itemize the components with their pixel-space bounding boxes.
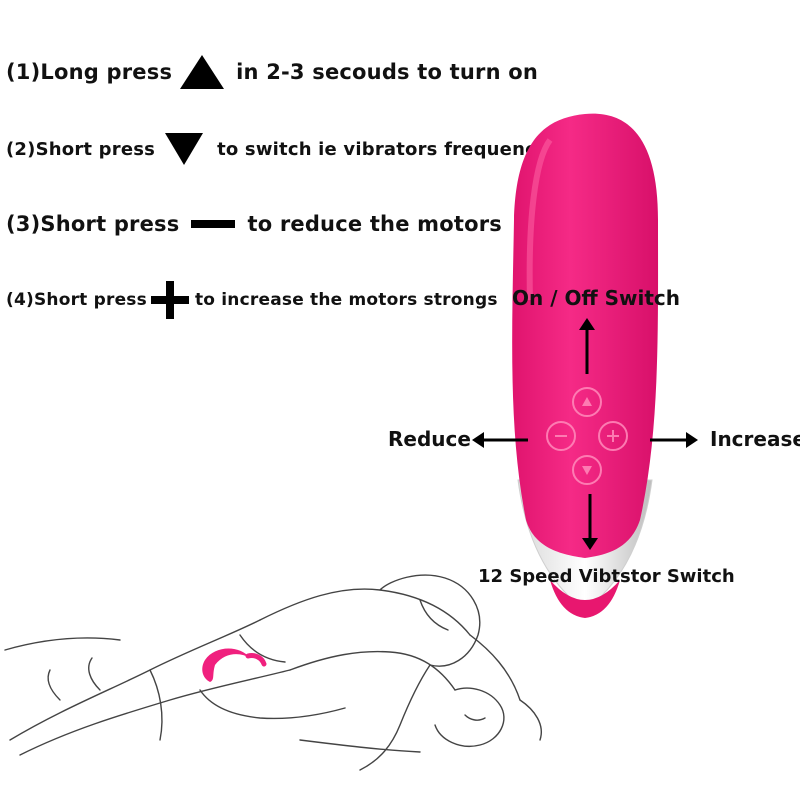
instruction-text: in 2-3 secouds to turn on [236,60,539,84]
instruction-label: (4)Short press [6,290,147,310]
arrow-up-icon [579,318,595,374]
device-tip [550,580,620,618]
instruction-label: (1)Long press [6,60,173,84]
couple-line-illustration [4,574,542,771]
instruction-text: to reduce the motors [247,212,502,236]
plus-button [598,421,628,451]
on-off-label: On / Off Switch [512,286,681,310]
instruction-text: to switch ie vibrators frequency [217,138,548,160]
increase-label: Increase [710,427,800,451]
instruction-4: (4)Short press to increase the motors st… [6,281,498,319]
pink-device-small [202,648,250,682]
arrow-down-icon [582,494,598,550]
instruction-1: (1)Long press in 2-3 secouds to turn on [6,55,538,89]
reduce-label: Reduce [388,427,471,451]
speed-switch-label: 12 Speed Vibtstor Switch [478,566,735,587]
instruction-2: (2)Short press to switch ie vibrators fr… [6,133,548,165]
down-button [572,455,602,485]
control-buttons [546,387,628,485]
triangle-down-icon [165,133,204,165]
device-illustration [512,113,659,618]
arrow-right-icon [650,432,698,448]
instruction-text: to increase the motors strongs [194,290,498,310]
instruction-label: (3)Short press [6,212,180,236]
instruction-label: (2)Short press [6,138,156,160]
minus-icon [191,220,236,228]
triangle-up-icon [180,55,225,89]
plus-icon [150,281,189,319]
up-button [572,387,602,417]
instruction-3: (3)Short press to reduce the motors [6,212,502,236]
arrow-left-icon [472,432,528,448]
minus-button [546,421,576,451]
